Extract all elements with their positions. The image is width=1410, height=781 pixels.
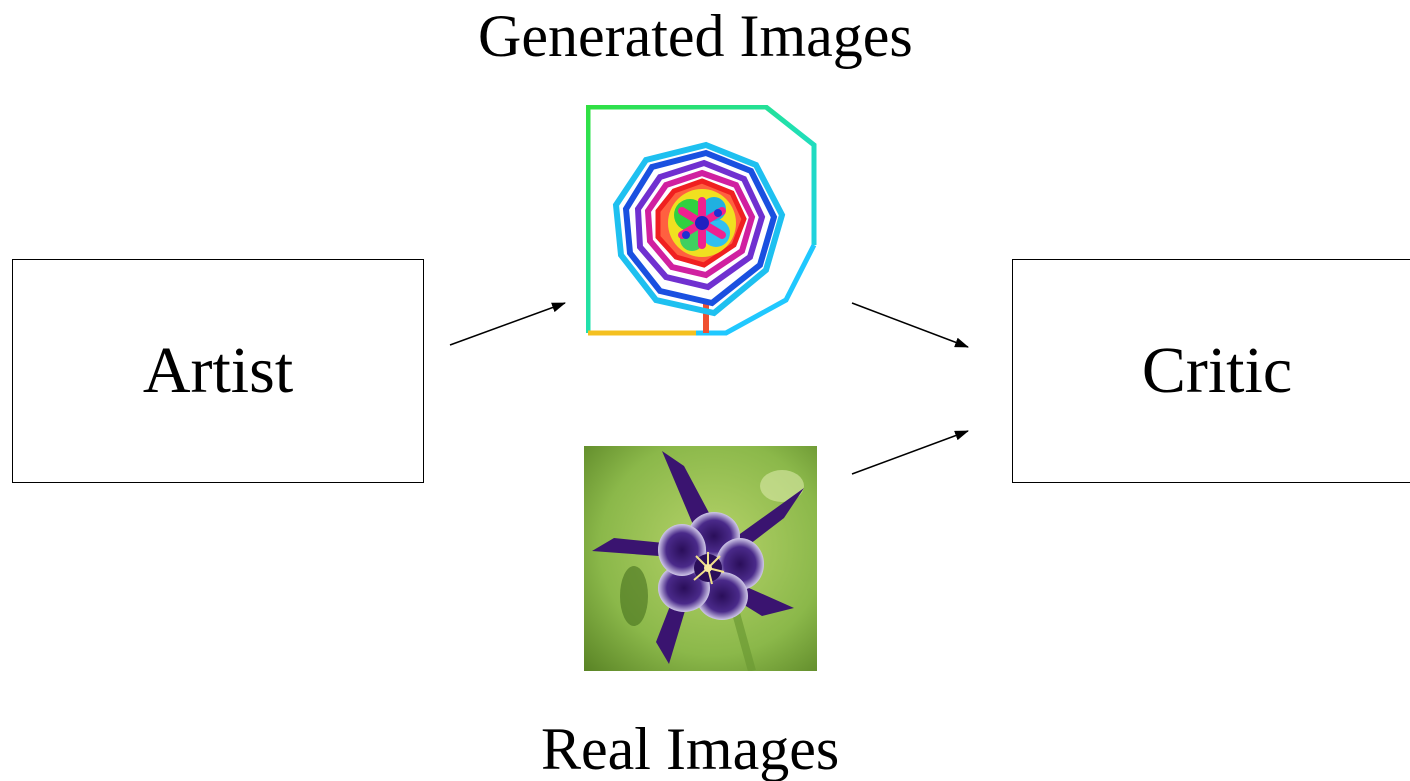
- generated-images-label: Generated Images: [478, 3, 913, 69]
- generated-to-critic-arrow: [851, 302, 969, 348]
- real-to-critic-arrow: [851, 430, 969, 475]
- real-image: [584, 446, 817, 671]
- critic-box: Critic: [1012, 259, 1410, 483]
- artist-box: Artist: [12, 259, 424, 483]
- real-images-label: Real Images: [541, 716, 840, 781]
- critic-label: Critic: [1141, 334, 1293, 407]
- artist-to-generated-arrow: [449, 302, 566, 346]
- generated-image: [586, 105, 818, 337]
- artist-label: Artist: [142, 334, 294, 407]
